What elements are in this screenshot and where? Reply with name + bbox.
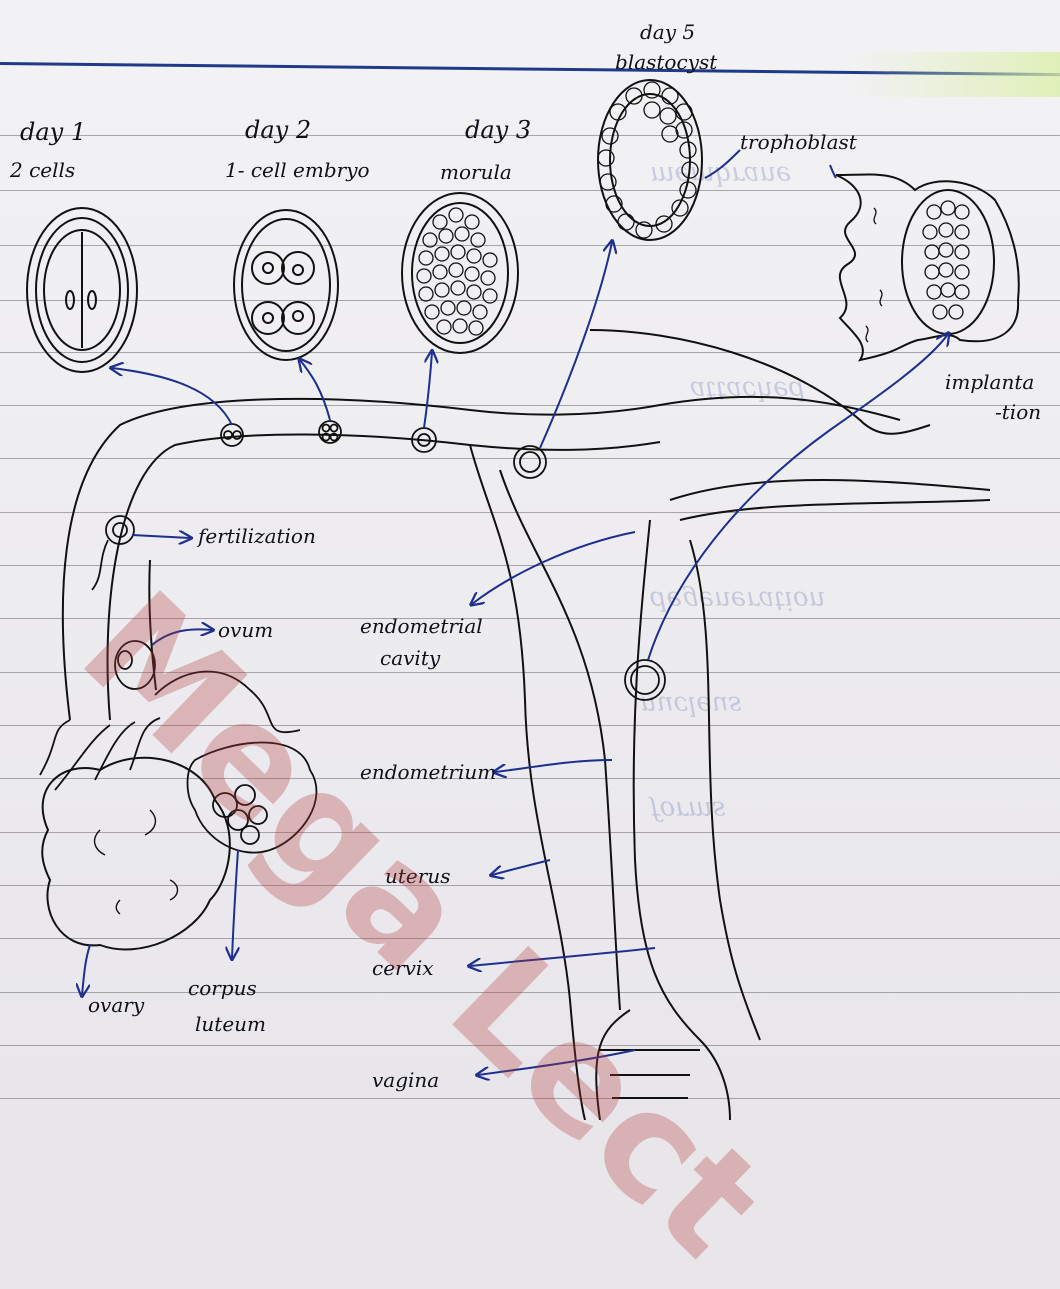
day1-two-cell-stage (27, 208, 137, 372)
reproduction-diagram (0, 0, 1060, 1120)
annotation-arrows (82, 150, 948, 1075)
fertilization-label: fertilization (198, 526, 316, 546)
day5-title: day 5 (640, 22, 695, 42)
day5-subtitle: blastocyst (615, 52, 717, 72)
ovary (42, 758, 230, 950)
endometrial-cavity-label-1: endometrial (360, 616, 483, 636)
vagina-label: vagina (372, 1070, 439, 1090)
egg-cells-in-tube (92, 421, 665, 700)
cervix-label: cervix (372, 958, 434, 978)
implantation-stage (836, 174, 1019, 360)
day3-title: day 3 (465, 118, 531, 142)
day2-embryo-stage (234, 210, 338, 360)
day2-subtitle: 1- cell embryo (225, 160, 370, 180)
day1-subtitle: 2 cells (10, 160, 75, 180)
implantation-label-1: implanta (945, 372, 1034, 392)
corpus-luteum (188, 743, 317, 853)
corpus-luteum-label-1: corpus (188, 978, 257, 998)
day2-title: day 2 (245, 118, 311, 142)
corpus-luteum-label-2: luteum (195, 1014, 266, 1034)
day1-title: day 1 (20, 120, 86, 144)
day3-subtitle: morula (440, 162, 512, 182)
trophoblast-label: trophoblast (740, 132, 857, 152)
ovum-label: ovum (218, 620, 273, 640)
uterus-outline (470, 445, 990, 1120)
implantation-label-2: -tion (995, 402, 1041, 422)
day5-blastocyst-stage (598, 80, 702, 240)
endometrium-label: endometrium (360, 762, 496, 782)
ovary-label: ovary (88, 995, 144, 1015)
day3-morula-stage (402, 193, 518, 353)
endometrial-cavity-label-2: cavity (380, 648, 440, 668)
uterus-label: uterus (385, 866, 450, 886)
fimbriae (40, 671, 300, 790)
